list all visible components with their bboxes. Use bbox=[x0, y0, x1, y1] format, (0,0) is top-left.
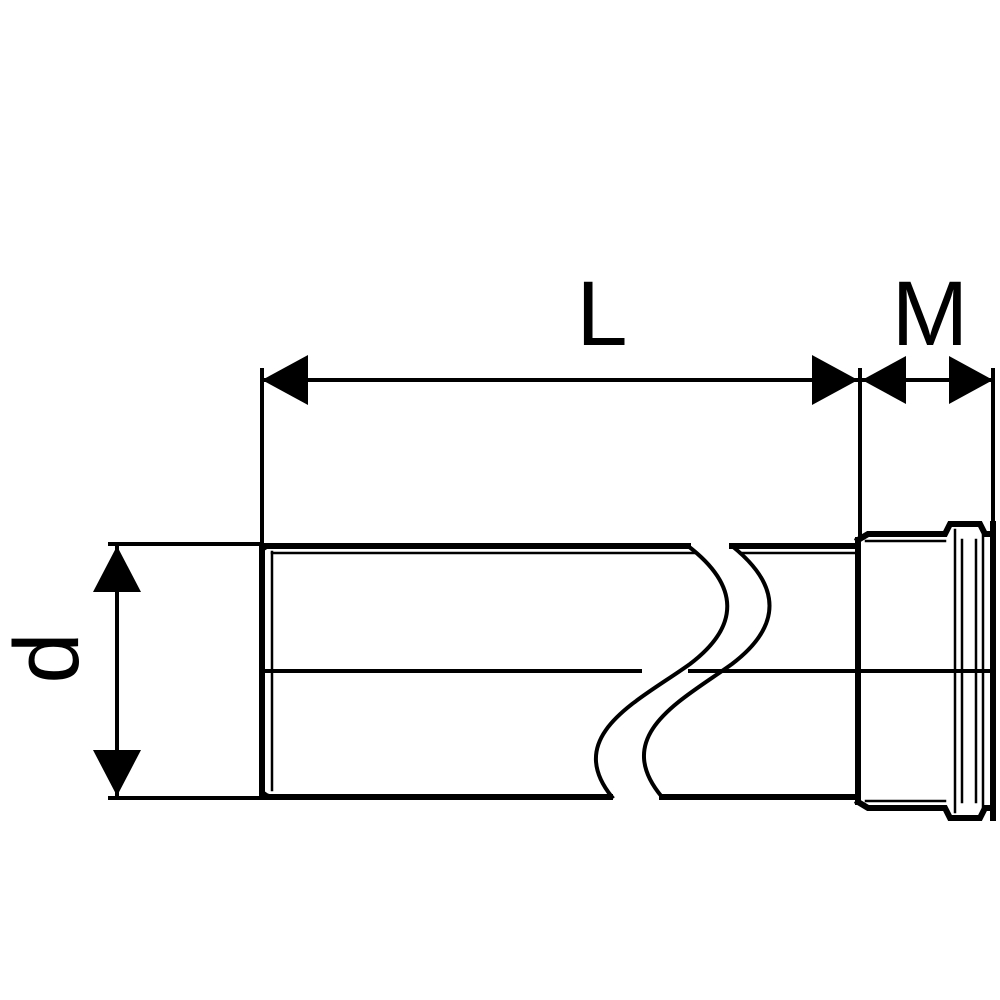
label-m: M bbox=[892, 263, 969, 365]
arrowhead-l-right bbox=[812, 355, 858, 405]
arrowhead-m-left bbox=[862, 356, 906, 404]
dimension-l: L bbox=[260, 263, 862, 547]
dimension-m: M bbox=[860, 263, 995, 532]
pipe-socket bbox=[853, 521, 996, 821]
pipe-body bbox=[259, 543, 995, 800]
arrowhead-d-bottom bbox=[93, 750, 141, 796]
break-line-left bbox=[594, 543, 730, 800]
label-d: d bbox=[0, 632, 98, 683]
label-l: L bbox=[576, 263, 627, 365]
arrowhead-m-right bbox=[949, 356, 993, 404]
arrowhead-l-left bbox=[262, 355, 308, 405]
break-line-right bbox=[642, 543, 772, 800]
socket-top-outline bbox=[853, 521, 996, 545]
arrowhead-d-top bbox=[93, 546, 141, 592]
dimension-d: d bbox=[0, 542, 264, 800]
socket-bottom-outline bbox=[853, 797, 996, 821]
